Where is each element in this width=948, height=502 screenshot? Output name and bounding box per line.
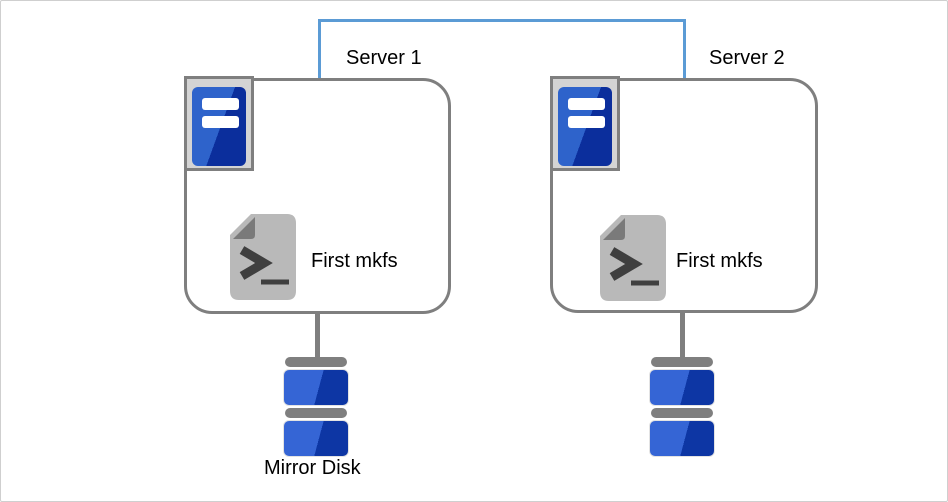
disk-platter bbox=[649, 369, 715, 406]
terminal-script-icon bbox=[600, 215, 666, 301]
server-tower-icon bbox=[184, 76, 254, 171]
server2-disk-link bbox=[680, 310, 685, 358]
mirror-disk-icon bbox=[283, 357, 349, 457]
server1-action-label: First mkfs bbox=[311, 250, 398, 272]
disk-cap bbox=[285, 408, 347, 418]
server-drive-bay bbox=[568, 98, 605, 110]
server-drive-bay bbox=[568, 116, 605, 128]
mirror-disk-icon bbox=[649, 357, 715, 457]
disk-platter bbox=[283, 420, 349, 457]
terminal-script-icon bbox=[230, 214, 296, 300]
disk-cap bbox=[285, 357, 347, 367]
server-tower-body bbox=[192, 87, 246, 166]
server2-label: Server 2 bbox=[709, 47, 785, 69]
server1-label: Server 1 bbox=[346, 47, 422, 69]
server2-action-label: First mkfs bbox=[676, 250, 763, 272]
server-drive-bay bbox=[202, 98, 239, 110]
disk-platter bbox=[649, 420, 715, 457]
server1-disk-link bbox=[315, 311, 320, 358]
server-drive-bay bbox=[202, 116, 239, 128]
server-link-connector bbox=[318, 19, 686, 78]
server-tower-body bbox=[558, 87, 612, 166]
disk-cap bbox=[651, 408, 713, 418]
server-tower-icon bbox=[550, 76, 620, 171]
disk-cap bbox=[651, 357, 713, 367]
disk-platter bbox=[283, 369, 349, 406]
mirror-disk-label: Mirror Disk bbox=[264, 457, 361, 479]
